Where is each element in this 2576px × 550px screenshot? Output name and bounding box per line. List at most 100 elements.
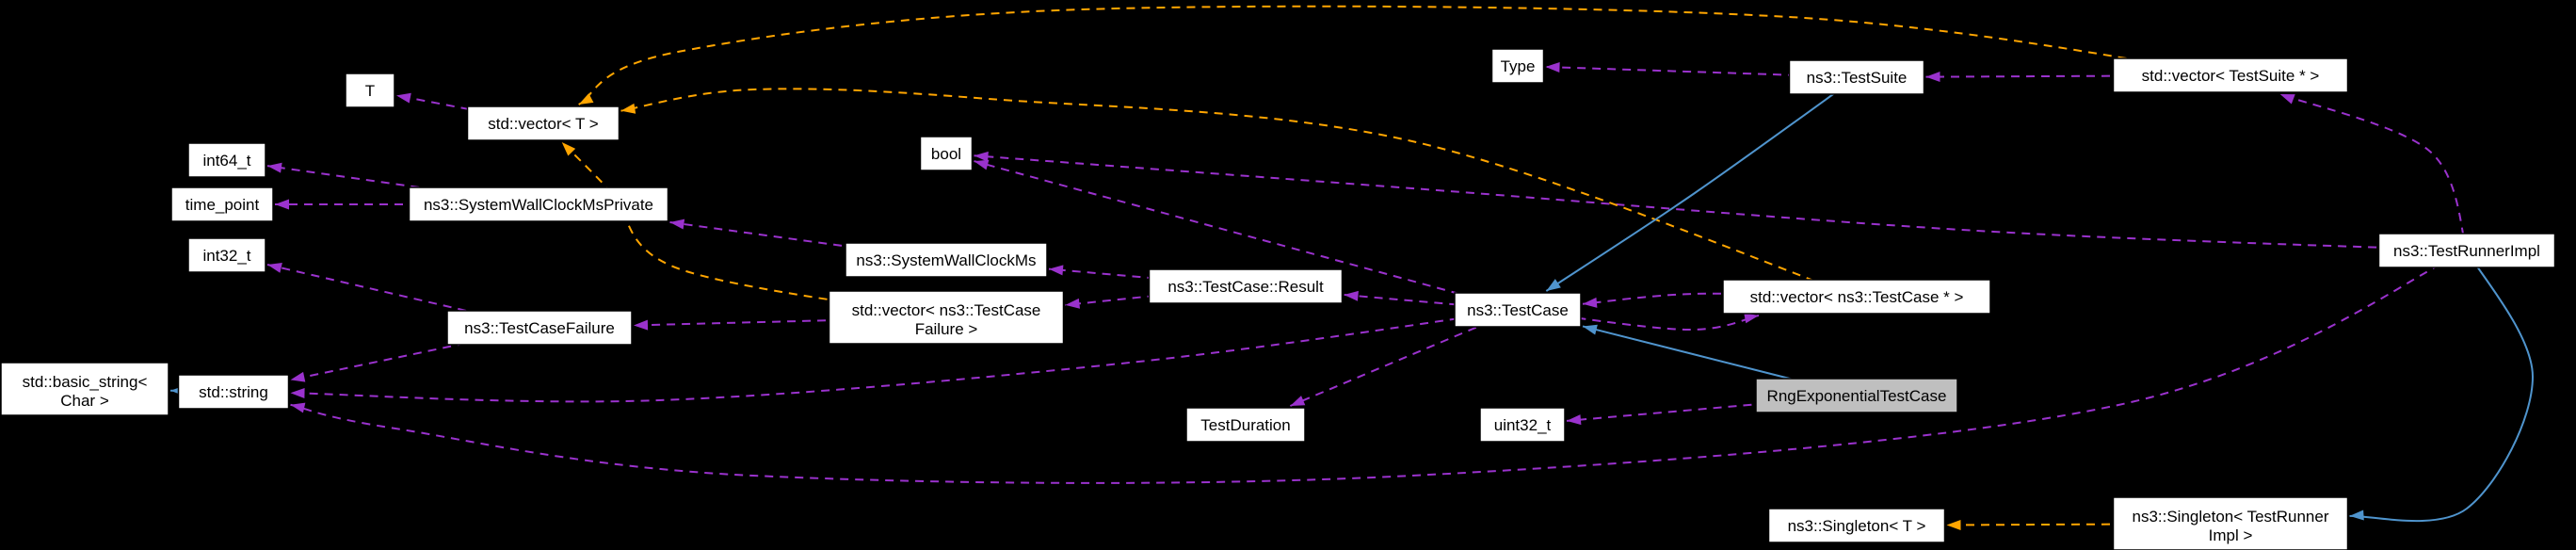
node-rng-label: RngExponentialTestCase (1767, 387, 1947, 405)
node-int32-label: int32_t (202, 247, 250, 265)
edge-tri-bool (974, 151, 2468, 251)
node-result[interactable]: ns3::TestCase::Result (1148, 268, 1344, 304)
node-tsuite[interactable]: ns3::TestSuite (1788, 59, 1925, 95)
node-bool-label: bool (931, 145, 961, 163)
node-timepoint-box (170, 186, 274, 222)
node-type-box (1490, 48, 1545, 84)
edge-line-usage (395, 94, 544, 124)
node-duration[interactable]: TestDuration (1185, 407, 1306, 443)
edge-tc-duration (1289, 309, 1519, 407)
node-tcfail-box (446, 310, 633, 346)
edge-arrowhead-template (620, 103, 636, 114)
node-bstr-box (0, 362, 169, 416)
edge-arrowhead-template (578, 93, 594, 105)
node-vecfail-label-2: Failure > (915, 320, 978, 338)
edge-arrowhead-usage (974, 151, 989, 162)
node-singleton_tri[interactable]: ns3::Singleton< TestRunnerImpl > (2112, 496, 2349, 550)
edge-arrowhead-usage (1049, 265, 1064, 276)
node-swcm[interactable]: ns3::SystemWallClockMs (845, 242, 1048, 278)
node-vector_t[interactable]: std::vector< T > (466, 105, 620, 141)
node-t-box (345, 73, 395, 108)
edge-arrowhead-inherit (2349, 510, 2364, 521)
edge-tri-singleton_tri (2349, 250, 2535, 523)
edge-arrowhead-usage (1344, 290, 1359, 301)
edge-arrowhead-usage (290, 402, 306, 413)
node-bstr-label-1: std::basic_string< (23, 373, 148, 391)
edge-arrowhead-usage (267, 162, 282, 173)
node-int32[interactable]: int32_t (187, 237, 266, 273)
edge-line-template (561, 141, 947, 318)
node-singleton_tri-label-2: Impl > (2209, 526, 2253, 544)
edge-tc-result (1344, 290, 1519, 311)
node-singleton_tri-box (2112, 496, 2349, 550)
edge-arrowhead-usage (275, 199, 289, 210)
node-vector_t-box (466, 105, 620, 141)
edge-arrowhead-usage (290, 371, 306, 382)
edge-arrowhead-template (561, 142, 576, 156)
node-swcmp-label: ns3::SystemWallClockMsPrivate (424, 196, 653, 214)
node-tri-label: ns3::TestRunnerImpl (2393, 242, 2540, 260)
node-vects-box (2112, 57, 2349, 93)
edge-arrowhead-usage (1567, 414, 1582, 426)
node-vectc-label: std::vector< ns3::TestCase * > (1750, 288, 1964, 306)
edge-arrowhead-inherit (1546, 279, 1561, 291)
edge-arrowhead-usage (1290, 396, 1306, 406)
edge-arrowhead-usage (290, 388, 305, 399)
edge-arrowhead-usage (396, 92, 411, 104)
edge-tsuite-tc (1545, 76, 1858, 292)
node-rng-box (1755, 378, 1958, 413)
node-singleton_t-label: ns3::Singleton< T > (1788, 517, 1926, 535)
edge-line-usage (974, 160, 1519, 311)
node-tcfail-label: ns3::TestCaseFailure (464, 319, 615, 337)
edge-swcmp-timepoint (275, 199, 539, 210)
node-rng[interactable]: RngExponentialTestCase (1755, 378, 1958, 413)
node-int64-box (187, 142, 266, 178)
edge-tri-str (290, 250, 2468, 484)
edge-arrowhead-inherit (1583, 324, 1598, 335)
edge-line-usage (2279, 93, 2468, 251)
node-tc[interactable]: ns3::TestCase (1454, 292, 1582, 328)
node-type[interactable]: Type (1490, 48, 1545, 84)
node-swcmp-box (408, 186, 669, 222)
node-swcmp[interactable]: ns3::SystemWallClockMsPrivate (408, 186, 669, 222)
node-tsuite-box (1788, 59, 1925, 95)
edge-tc-str (290, 309, 1519, 403)
node-tc-box (1454, 292, 1582, 328)
edge-line-inherit (1545, 76, 1858, 292)
node-vector_t-label: std::vector< T > (488, 115, 599, 133)
node-bstr[interactable]: std::basic_string<Char > (0, 362, 169, 416)
node-timepoint[interactable]: time_point (170, 186, 274, 222)
node-duration-label: TestDuration (1200, 416, 1290, 434)
node-str-label: std::string (199, 383, 268, 401)
edge-line-usage (974, 154, 2468, 251)
node-bool-box (919, 136, 974, 171)
node-duration-box (1185, 407, 1306, 443)
edge-arrowhead-usage (1744, 313, 1759, 324)
node-vects[interactable]: std::vector< TestSuite * > (2112, 57, 2349, 93)
node-t-label: T (365, 82, 375, 100)
edge-line-usage (290, 309, 1519, 403)
edge-arrowhead-usage (1925, 72, 1940, 83)
edge-arrowhead-usage (267, 263, 282, 273)
edge-line-inherit (2349, 250, 2535, 523)
edge-tc-bool (974, 159, 1519, 311)
node-bool[interactable]: bool (919, 136, 974, 171)
edge-arrowhead-usage (669, 218, 685, 230)
edge-arrowhead-template (1946, 519, 1961, 530)
node-int64[interactable]: int64_t (187, 142, 266, 178)
node-uint32[interactable]: uint32_t (1479, 407, 1566, 443)
node-swcm-label: ns3::SystemWallClockMs (856, 251, 1036, 269)
edge-tri-vects (2279, 93, 2468, 251)
node-int64-label: int64_t (202, 152, 250, 170)
edge-arrowhead-usage (634, 319, 649, 331)
node-timepoint-label: time_point (185, 196, 260, 214)
node-tri[interactable]: ns3::TestRunnerImpl (2377, 233, 2556, 268)
edge-arrowhead-usage (2279, 94, 2295, 105)
node-tcfail[interactable]: ns3::TestCaseFailure (446, 310, 633, 346)
node-str[interactable]: std::string (177, 374, 290, 410)
node-singleton_t[interactable]: ns3::Singleton< T > (1767, 508, 1946, 543)
node-t[interactable]: T (345, 73, 395, 108)
node-vectc[interactable]: std::vector< ns3::TestCase * > (1722, 279, 1991, 315)
node-vecfail[interactable]: std::vector< ns3::TestCaseFailure > (828, 290, 1065, 345)
